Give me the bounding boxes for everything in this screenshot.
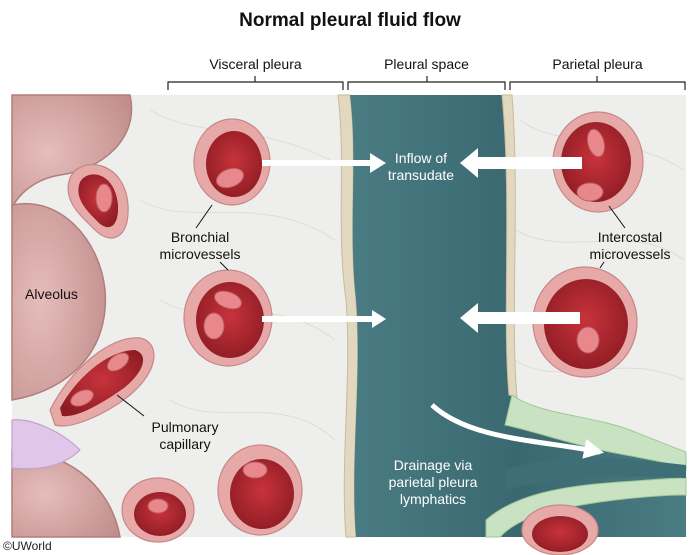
copyright-text: ©UWorld <box>3 539 52 553</box>
page-title: Normal pleural fluid flow <box>239 10 461 31</box>
label-bronchial-microvessels: Bronchial microvessels <box>145 229 255 263</box>
label-inflow: Inflow of transudate <box>376 150 466 184</box>
header-parietal-pleura: Parietal pleura <box>552 56 643 72</box>
intercostal-microvessel-top <box>552 111 644 213</box>
label-drainage-line2: parietal pleura <box>388 474 478 490</box>
label-inflow-line1: Inflow of <box>394 150 448 166</box>
parietal-bracket <box>509 76 686 90</box>
label-inflow-line2: transudate <box>387 167 455 183</box>
bronchial-microvessel-top <box>193 118 271 206</box>
inflow-arrow-right <box>460 148 582 178</box>
lymphatic-vessel <box>485 394 687 538</box>
leader-lines <box>116 204 626 417</box>
intercostal-microvessel-bottom <box>532 266 638 378</box>
bronchial-microvessel-corner <box>121 477 195 543</box>
label-pulmonary-line2: capillary <box>159 436 211 452</box>
label-bronchial-line2: microvessels <box>159 246 241 262</box>
label-bronchial-line1: Bronchial <box>170 229 230 245</box>
label-pulmonary-line1: Pulmonary <box>151 419 219 435</box>
flow-arrows <box>262 148 582 333</box>
label-drainage-line3: lymphatics <box>399 491 467 507</box>
label-intercostal-line2: microvessels <box>589 246 671 262</box>
pulmonary-capillary-bottom <box>49 337 155 427</box>
drainage-arrow <box>430 403 604 459</box>
bronchial-microvessel-bottom <box>183 269 273 367</box>
label-intercostal-microvessels: Intercostal microvessels <box>575 229 685 263</box>
visceral-bracket <box>167 76 344 90</box>
header-visceral-pleura: Visceral pleura <box>209 56 302 72</box>
space-bracket <box>347 76 506 90</box>
label-pulmonary-capillary: Pulmonary capillary <box>140 419 230 453</box>
intercostal-microvessel-lower <box>521 504 599 555</box>
label-intercostal-line1: Intercostal <box>597 229 663 245</box>
label-alveolus: Alveolus <box>25 286 78 302</box>
header-pleural-space: Pleural space <box>384 56 469 72</box>
bronchial-arrow <box>262 310 386 328</box>
header-brackets <box>167 76 686 90</box>
bronchial-microvessel-lower <box>217 444 303 536</box>
pulmonary-capillary-top <box>67 163 129 239</box>
label-drainage-line1: Drainage via <box>393 457 473 473</box>
inflow-arrow-left <box>262 153 386 173</box>
label-drainage: Drainage via parietal pleura lymphatics <box>378 457 488 508</box>
intercostal-arrow <box>460 303 580 333</box>
alveolus-tissue <box>11 94 133 538</box>
